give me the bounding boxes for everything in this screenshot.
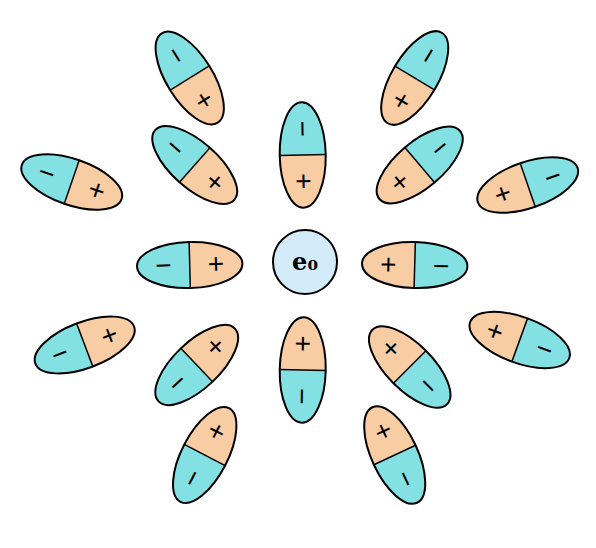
dipole-ellipse: −+	[140, 309, 254, 421]
charge-sign: +	[380, 250, 397, 278]
positive-half	[180, 148, 250, 217]
dipole-ellipse: −+	[360, 239, 471, 292]
dipole-ellipse: −+	[135, 239, 246, 292]
dipole-ellipse-shape	[360, 239, 471, 292]
charge-sign: +	[289, 335, 317, 352]
charge-circle: e₀	[271, 228, 339, 296]
dipole-ellipse-shape	[140, 309, 254, 421]
dipole-ellipse: −+	[277, 100, 329, 210]
dipole-ellipse-shape	[460, 298, 580, 382]
dipole-outline	[140, 113, 250, 217]
positive-half	[181, 312, 251, 382]
dipole-ellipse: −+	[277, 315, 329, 425]
positive-half	[280, 155, 327, 209]
dipole-ellipse-shape	[468, 144, 588, 227]
dipole-ellipse-shape	[365, 18, 464, 138]
dipole-ellipse-shape	[137, 110, 252, 220]
dipole-ellipse: −+	[137, 110, 252, 220]
half-divider	[77, 323, 93, 366]
charge-sign: +	[208, 250, 225, 278]
positive-half	[365, 147, 435, 216]
positive-half	[170, 66, 237, 135]
negative-half	[414, 242, 468, 289]
dipole-ellipse-shape	[12, 141, 132, 224]
dipole-ellipse-shape	[349, 395, 441, 515]
negative-half	[137, 242, 191, 289]
dipole-ellipse-shape	[158, 395, 253, 515]
dipole-outline	[352, 398, 438, 513]
positive-half	[362, 241, 416, 288]
dipole-ellipse-shape	[277, 315, 329, 425]
positive-half	[368, 66, 435, 135]
dipole-outline	[356, 313, 463, 420]
dipole-ellipse: −+	[25, 302, 145, 387]
positive-half	[189, 241, 243, 288]
dipole-ellipse: −+	[158, 395, 253, 515]
dipole-outline	[463, 300, 578, 379]
charge-sign: +	[289, 173, 317, 190]
negative-half	[279, 370, 326, 424]
half-divider	[189, 242, 190, 288]
dipole-ellipse-shape	[25, 302, 145, 387]
dipole-ellipse: −+	[354, 311, 467, 424]
positive-half	[471, 163, 536, 224]
dipole-ellipse-shape	[277, 100, 329, 210]
half-divider	[170, 66, 209, 90]
charge-circle-outline	[273, 230, 337, 294]
positive-half	[463, 300, 528, 361]
half-divider	[414, 242, 415, 288]
charge-sign: −	[433, 252, 450, 280]
half-divider	[65, 160, 80, 204]
half-divider	[405, 147, 435, 182]
dipole-ellipse: −+	[349, 395, 441, 515]
positive-half	[65, 160, 130, 221]
dipole-outline	[279, 317, 327, 423]
dipole-outline	[471, 146, 586, 224]
dipole-outline	[28, 305, 143, 385]
dipole-outline	[15, 143, 130, 221]
charge-sign: −	[155, 251, 172, 279]
dipole-ellipse: −+	[460, 298, 580, 382]
dipole-ellipse-shape	[362, 111, 478, 220]
dipole-ellipse: −+	[12, 141, 132, 224]
half-divider	[280, 369, 326, 371]
dipole-ellipse: −+	[362, 111, 478, 220]
dipole-outline	[143, 312, 251, 418]
half-divider	[512, 318, 528, 361]
positive-half	[280, 317, 327, 371]
dipole-outline	[137, 241, 244, 290]
dipole-ellipse: −+	[140, 18, 240, 137]
dipole-outline	[365, 113, 475, 216]
dipole-ellipse: −+	[365, 18, 464, 138]
dipole-ellipse: −+	[468, 144, 588, 227]
half-divider	[520, 163, 535, 206]
half-divider	[374, 445, 416, 464]
charge-label: e₀	[292, 250, 318, 274]
dipole-outline	[279, 102, 327, 208]
negative-half	[279, 102, 326, 156]
dipole-outline	[362, 241, 469, 290]
dipole-outline	[143, 21, 238, 135]
positive-half	[356, 313, 426, 383]
charge-sign: −	[288, 388, 316, 405]
half-divider	[181, 348, 213, 381]
half-divider	[180, 148, 210, 183]
dipole-ellipse-shape	[135, 239, 246, 292]
dipole-ellipse-shape	[140, 18, 240, 137]
half-divider	[185, 444, 226, 465]
half-divider	[394, 351, 427, 384]
charge-sign: −	[288, 120, 316, 137]
dipole-outline	[368, 21, 462, 135]
dipole-outline	[160, 398, 249, 513]
half-divider	[280, 154, 326, 156]
dipole-ellipse-shape	[354, 311, 467, 424]
half-divider	[395, 66, 434, 90]
